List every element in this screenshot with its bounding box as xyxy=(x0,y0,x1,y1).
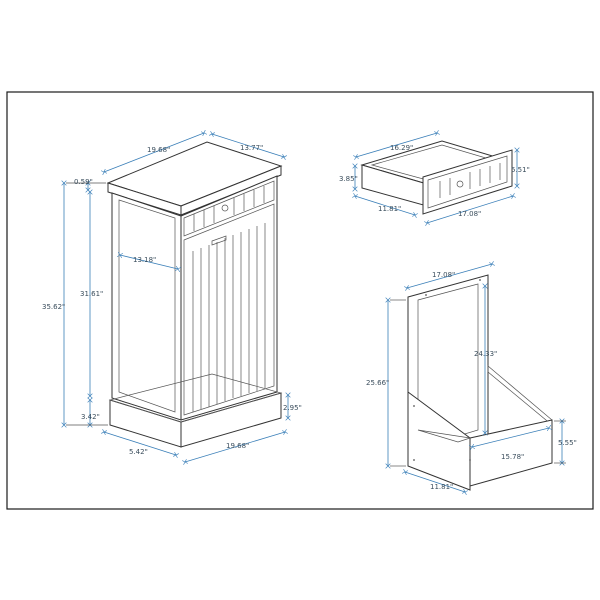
label-base-side: 5.42" xyxy=(129,448,148,456)
dim-base-side xyxy=(104,432,176,455)
cabinet-drawer-front xyxy=(183,180,275,237)
drawer-knob-icon xyxy=(221,204,229,212)
hamper-drawing xyxy=(407,274,553,491)
label-body-height: 31.61" xyxy=(80,290,103,298)
cabinet-front xyxy=(180,175,278,421)
dim-drawer-width xyxy=(356,133,437,157)
dim-cabinet-width xyxy=(104,133,204,172)
label-top-thickness: 0.59" xyxy=(74,178,93,186)
label-hamper-bottom-width: 15.78" xyxy=(501,453,524,461)
drawing-border xyxy=(6,91,594,510)
label-drawer-front-height: 5.51" xyxy=(511,166,530,174)
dim-hamper-bottom-width xyxy=(472,428,549,447)
dim-hamper-depth xyxy=(405,472,465,492)
label-hamper-depth: 11.81" xyxy=(430,483,453,491)
label-base-width: 19.68" xyxy=(226,442,249,450)
label-cabinet-width: 19.68" xyxy=(147,146,170,154)
label-cabinet-depth: 13.77" xyxy=(240,144,263,152)
cabinet-dimensions: 19.68" 13.77" 0.59" 35.62" 31.61" 3.42" … xyxy=(42,133,302,462)
label-base-front: 2.95" xyxy=(283,404,302,412)
dim-inner-width xyxy=(120,255,178,269)
cabinet-door xyxy=(183,203,275,416)
label-inner-width: 13.18" xyxy=(133,256,156,264)
label-drawer-depth: 11.81" xyxy=(378,205,401,213)
label-base-height: 3.42" xyxy=(81,413,100,421)
label-drawer-height: 3.85" xyxy=(339,175,358,183)
cabinet-top-front xyxy=(180,165,282,216)
door-handle-icon xyxy=(211,235,227,246)
label-hamper-height: 25.66" xyxy=(366,379,389,387)
label-total-height: 35.62" xyxy=(42,303,65,311)
dim-base-width xyxy=(185,432,285,462)
label-drawer-front-width: 17.08" xyxy=(458,210,481,218)
dim-hamper-width xyxy=(407,264,492,288)
dim-drawer-front-width xyxy=(427,196,513,223)
label-hamper-inner-height: 24.33" xyxy=(474,350,497,358)
label-drawer-width: 16.29" xyxy=(390,144,413,152)
hamper-side-panel xyxy=(407,391,471,491)
label-hamper-bin-height: 5.55" xyxy=(558,439,577,447)
cabinet-drawing xyxy=(106,141,283,448)
drawer-dimensions: 16.29" 3.85" 11.81" 17.08" 5.51" xyxy=(339,133,530,223)
dim-cabinet-depth xyxy=(212,134,284,157)
drawer-front-knob-icon xyxy=(456,180,464,188)
label-hamper-width: 17.08" xyxy=(432,271,455,279)
cabinet-left-panel xyxy=(111,192,182,421)
dim-drawer-depth xyxy=(355,196,415,215)
hamper-dimensions: 17.08" 25.66" 24.33" 11.81" 15.78" 5.55" xyxy=(366,264,577,492)
